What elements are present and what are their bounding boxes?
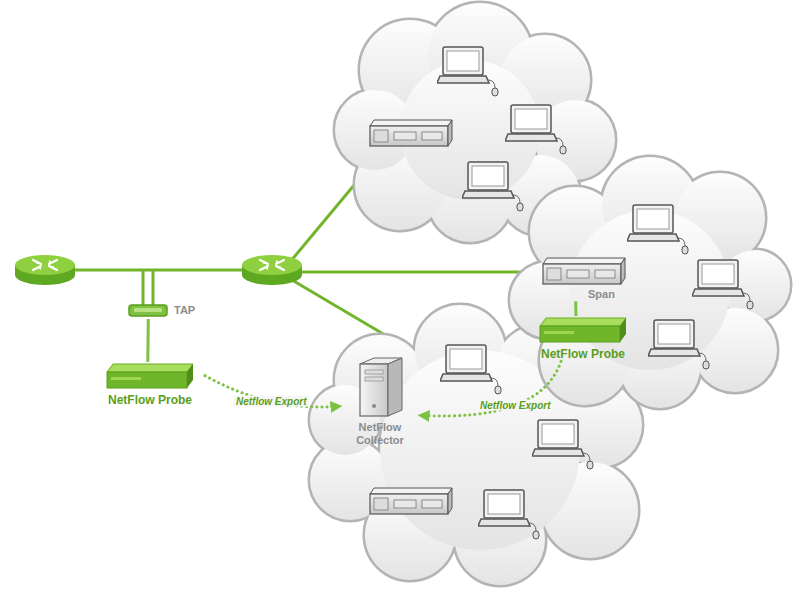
span-server: Span: [538, 256, 630, 301]
probe-device: NetFlow Probe: [528, 316, 638, 361]
tap-box: TAP: [128, 303, 206, 319]
laptop-icons: [437, 47, 753, 539]
export-flow-arrow: [205, 376, 340, 407]
span-server-icon: [541, 256, 627, 286]
node-label: NetFlow Probe: [541, 347, 625, 361]
collector-server-icon: [356, 356, 404, 418]
link-line: [574, 301, 577, 316]
router-icon: [15, 255, 75, 285]
tap-box-icon: [128, 303, 168, 319]
server-icons: [370, 120, 452, 514]
edge-label: Netflow Export: [234, 396, 309, 407]
network-cloud: [310, 305, 642, 585]
network-cloud: [510, 157, 790, 408]
router-icon: [242, 255, 302, 285]
node-label: NetFlow Probe: [108, 393, 192, 407]
export-flow-arrow: [420, 361, 561, 416]
node-label: TAP: [174, 304, 195, 317]
probe-device-icon: [105, 362, 195, 390]
edge-label: Netflow Export: [478, 400, 553, 411]
node-label: Span: [588, 288, 615, 301]
link-line: [146, 319, 149, 362]
node-label: NetFlow Collector: [340, 421, 420, 447]
probe-device-icon: [538, 316, 628, 344]
collector-server: NetFlow Collector: [340, 356, 420, 447]
probe-device: NetFlow Probe: [95, 362, 205, 407]
